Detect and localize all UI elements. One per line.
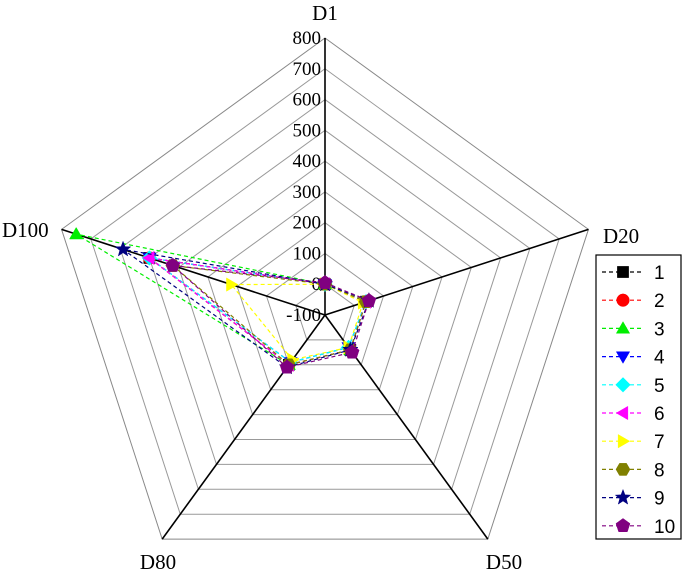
grid-ring <box>60 37 590 540</box>
legend-item: 10 <box>602 517 675 538</box>
legend-label: 4 <box>654 348 665 369</box>
axis-label-d20: D20 <box>603 224 639 248</box>
legend-marker <box>615 405 629 421</box>
legend-label: 6 <box>654 404 665 425</box>
radar-grid <box>60 37 590 540</box>
legend-label: 10 <box>654 517 675 538</box>
tick-label: 800 <box>293 28 322 49</box>
grid-ring <box>119 98 531 490</box>
axis-spoke <box>161 314 326 540</box>
data-point <box>344 344 360 359</box>
tick-label: 100 <box>293 243 322 264</box>
legend-marker <box>617 434 631 449</box>
tick-label: 200 <box>293 213 322 234</box>
data-point <box>317 275 333 289</box>
series-group <box>69 226 378 375</box>
grid-ring <box>295 283 355 341</box>
axis-label-d100: D100 <box>2 218 49 242</box>
data-point <box>114 240 132 257</box>
legend-item: 7 <box>602 432 665 453</box>
legend-marker <box>616 293 630 307</box>
legend: 1 2 3 4 5 6 7 8 9 10 <box>595 254 682 540</box>
tick-label: 700 <box>293 59 322 80</box>
series-line <box>122 248 370 368</box>
series-line <box>170 264 370 368</box>
series-10 <box>165 257 377 374</box>
legend-marker <box>614 488 632 505</box>
legend-item: 6 <box>602 404 665 425</box>
legend-label: 5 <box>654 376 665 397</box>
legend-label: 8 <box>654 460 665 481</box>
tick-label: 600 <box>293 90 322 111</box>
legend-label: 1 <box>654 263 665 284</box>
data-point <box>361 293 377 307</box>
grid-ring <box>178 160 472 440</box>
legend-label: 3 <box>654 319 665 340</box>
radial-tick-labels: -100 0 100 200 300 400 500 600 700 800 <box>286 28 321 326</box>
tick-label: 300 <box>293 182 322 203</box>
legend-item: 8 <box>602 460 665 481</box>
legend-item: 1 <box>602 263 665 284</box>
axis-label-d80: D80 <box>140 550 176 573</box>
grid-ring <box>236 222 414 391</box>
axis-label-d1: D1 <box>312 1 338 25</box>
legend-item: 3 <box>602 319 665 340</box>
legend-marker <box>615 321 631 334</box>
legend-item: 4 <box>602 348 665 369</box>
series-line <box>230 283 364 361</box>
legend-marker <box>615 463 631 476</box>
tick-label: -100 <box>286 305 321 326</box>
series-3 <box>69 226 374 370</box>
grid-ring <box>148 129 502 465</box>
legend-label: 2 <box>654 291 665 312</box>
grid-ring <box>265 252 385 366</box>
series-line <box>170 264 367 366</box>
tick-label: 0 <box>312 274 322 295</box>
legend-item: 2 <box>602 291 665 312</box>
data-point <box>279 359 295 374</box>
tick-label: 500 <box>293 120 322 141</box>
legend-marker <box>615 351 631 364</box>
legend-marker <box>617 266 629 278</box>
legend-item: 9 <box>602 489 665 510</box>
legend-marker <box>615 518 631 532</box>
data-point <box>69 226 84 240</box>
legend-label: 7 <box>654 432 665 453</box>
grid-ring <box>90 68 560 515</box>
data-point <box>165 257 181 272</box>
axis-label-d50: D50 <box>486 550 522 573</box>
tick-label: 400 <box>293 151 322 172</box>
data-point <box>226 277 239 292</box>
grid-ring <box>207 191 443 416</box>
legend-item: 5 <box>602 376 665 397</box>
legend-box <box>595 254 682 540</box>
axis-spoke <box>61 228 326 316</box>
legend-label: 9 <box>654 489 665 510</box>
legend-marker <box>615 377 631 393</box>
